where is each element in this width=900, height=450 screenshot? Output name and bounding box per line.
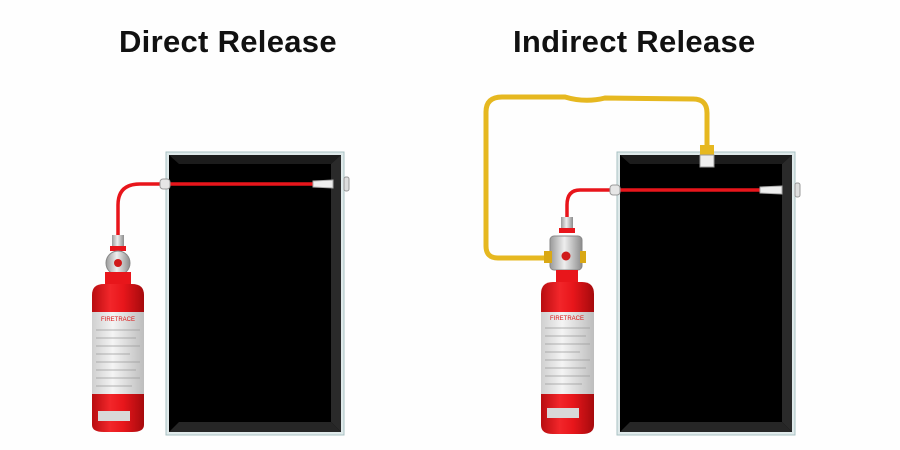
end-of-line-plug	[759, 185, 783, 195]
tube-fitting	[159, 178, 171, 190]
direct-release-title: Direct Release	[119, 24, 337, 59]
indirect-release-title: Indirect Release	[513, 24, 756, 59]
fire-suppression-cylinder: FIRETRACE	[92, 235, 144, 432]
direct-release-panel: FIRETRACE	[92, 151, 350, 436]
detection-tube	[116, 182, 172, 235]
indirect-release-panel: FIRETRACE	[483, 94, 801, 436]
enclosure	[165, 151, 345, 436]
detection-tube	[565, 188, 621, 228]
discharge-hose	[483, 94, 710, 261]
nozzle	[700, 145, 714, 155]
cylinder-brand-label: FIRETRACE	[101, 317, 135, 323]
fire-suppression-cylinder: FIRETRACE	[541, 217, 594, 434]
enclosure	[616, 151, 796, 436]
end-of-line-plug	[312, 179, 334, 189]
cylinder-brand-label: FIRETRACE	[550, 316, 584, 322]
